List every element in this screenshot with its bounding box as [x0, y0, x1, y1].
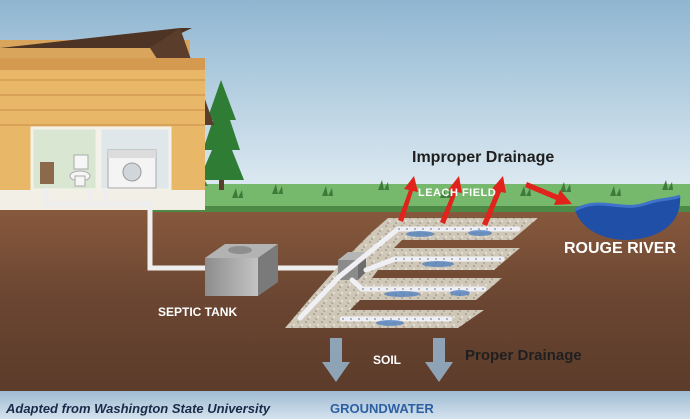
washer-icon	[107, 149, 157, 189]
river	[575, 196, 681, 240]
toilet-icon	[40, 154, 91, 187]
groundwater-band	[0, 391, 690, 419]
arrow-right-icon	[525, 182, 572, 205]
groundwater-label: GROUNDWATER	[330, 401, 434, 416]
rouge-river-label: ROUGE RIVER	[564, 240, 677, 257]
leach-field-label: LEACH FIELD	[418, 187, 497, 199]
arrow-down-icon	[322, 338, 453, 382]
arrow-up-icon	[398, 176, 506, 226]
effluent	[376, 230, 492, 326]
proper-drainage-label: Proper Drainage	[465, 347, 582, 364]
soil-label: SOIL	[373, 353, 402, 367]
credit-text: Adapted from Washington State University	[6, 401, 271, 416]
improper-drainage-label: Improper Drainage	[412, 149, 555, 166]
leach-field-bed	[285, 218, 538, 328]
grass-strip	[150, 184, 690, 212]
septic-tank	[205, 244, 278, 296]
septic-tank-label: SEPTIC TANK	[158, 305, 238, 319]
tree-icon	[199, 80, 244, 190]
house	[0, 28, 214, 210]
